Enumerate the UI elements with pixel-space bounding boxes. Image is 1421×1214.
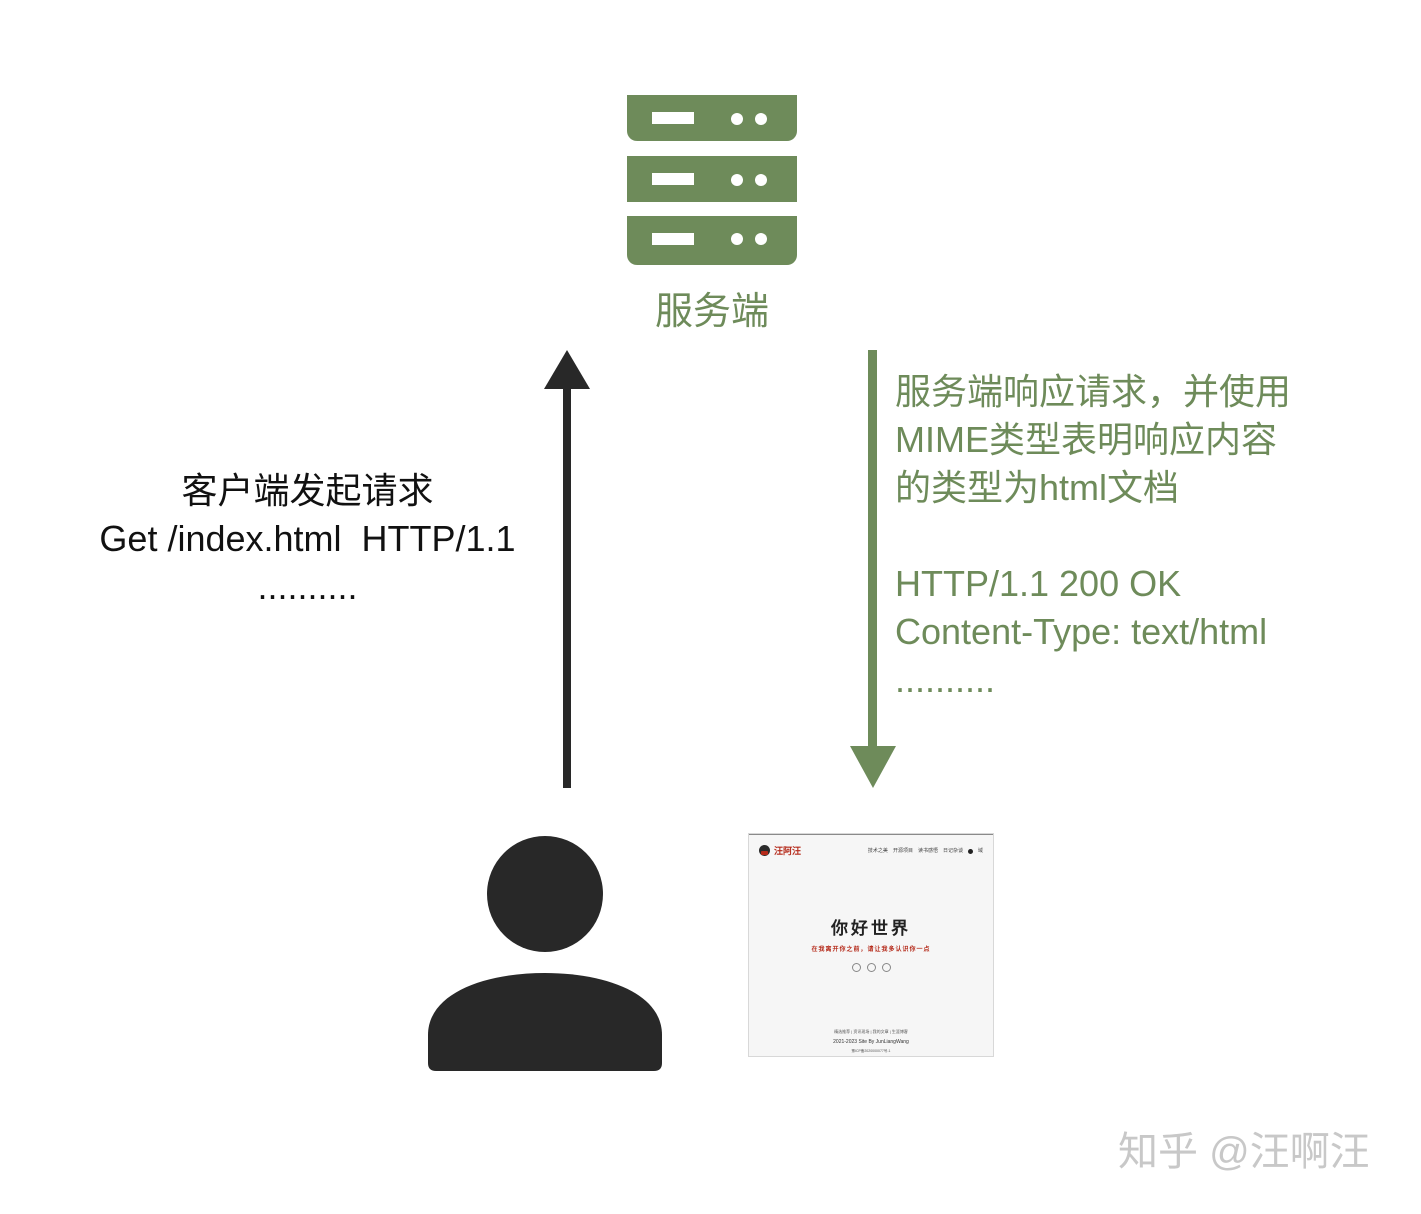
response-text: 服务端响应请求，并使用 MIME类型表明响应内容 的类型为html文档 HTTP…: [895, 368, 1395, 704]
avatar-logo-icon: [759, 845, 770, 856]
thumbnail-top-border: [749, 834, 993, 835]
moon-icon: [967, 848, 973, 854]
thumbnail-title: 你好世界: [831, 919, 911, 938]
response-line-3: 的类型为html文档: [895, 467, 1180, 508]
server-label: 服务端: [654, 291, 769, 333]
response-line-6: Content-Type: text/html: [895, 611, 1268, 652]
response-arrow-down: [850, 350, 896, 788]
watermark: 知乎 @汪啊汪: [1118, 1130, 1370, 1174]
request-text: 客户端发起请求 Get /index.html HTTP/1.1 .......…: [55, 467, 560, 611]
request-arrow-up: [544, 350, 590, 788]
request-line-3: ..........: [257, 566, 358, 607]
request-line-1: 客户端发起请求: [181, 470, 434, 511]
thumbnail-footer-icp: 豫ICP备2020000077号-1: [851, 1049, 891, 1053]
github-icon: [851, 963, 861, 972]
thumbnail-nav-extra: 域: [977, 848, 983, 854]
thumbnail-footer-links: 精选推荐 | 资讯现场 | 我的文章 | 生涯博客: [834, 1029, 908, 1034]
juejin-icon: [881, 963, 891, 972]
response-line-7: ..........: [895, 659, 996, 700]
thumbnail-social-icons: [749, 963, 993, 972]
thumbnail-brand: 汪阿汪: [774, 846, 802, 856]
server-icon: [627, 95, 797, 265]
response-line-2: MIME类型表明响应内容: [895, 419, 1277, 460]
thumbnail-subtitle: 在我离开你之前，请让我多认识你一点: [811, 947, 931, 953]
thumbnail-nav-item: 日记杂谈: [942, 848, 963, 854]
response-line-4: [895, 512, 1395, 560]
response-line-1: 服务端响应请求，并使用: [895, 371, 1292, 412]
response-line-5: HTTP/1.1 200 OK: [895, 563, 1182, 604]
user-icon: [428, 836, 662, 1071]
thumbnail-nav: 技术之美 开源项目 读书感悟 日记杂谈 域: [868, 847, 983, 855]
thumbnail-nav-item: 读书感悟: [917, 848, 938, 854]
webpage-thumbnail: 汪阿汪 技术之美 开源项目 读书感悟 日记杂谈 域 你好世界 在我离开你之前，请…: [748, 833, 994, 1057]
thumbnail-footer-copy: 2021-2023 Site By JunLiangWang: [833, 1039, 909, 1045]
csdn-icon: [866, 963, 876, 972]
thumbnail-nav-item: 技术之美: [867, 848, 888, 854]
thumbnail-nav-item: 开源项目: [892, 848, 913, 854]
request-line-2: Get /index.html HTTP/1.1: [99, 518, 516, 559]
